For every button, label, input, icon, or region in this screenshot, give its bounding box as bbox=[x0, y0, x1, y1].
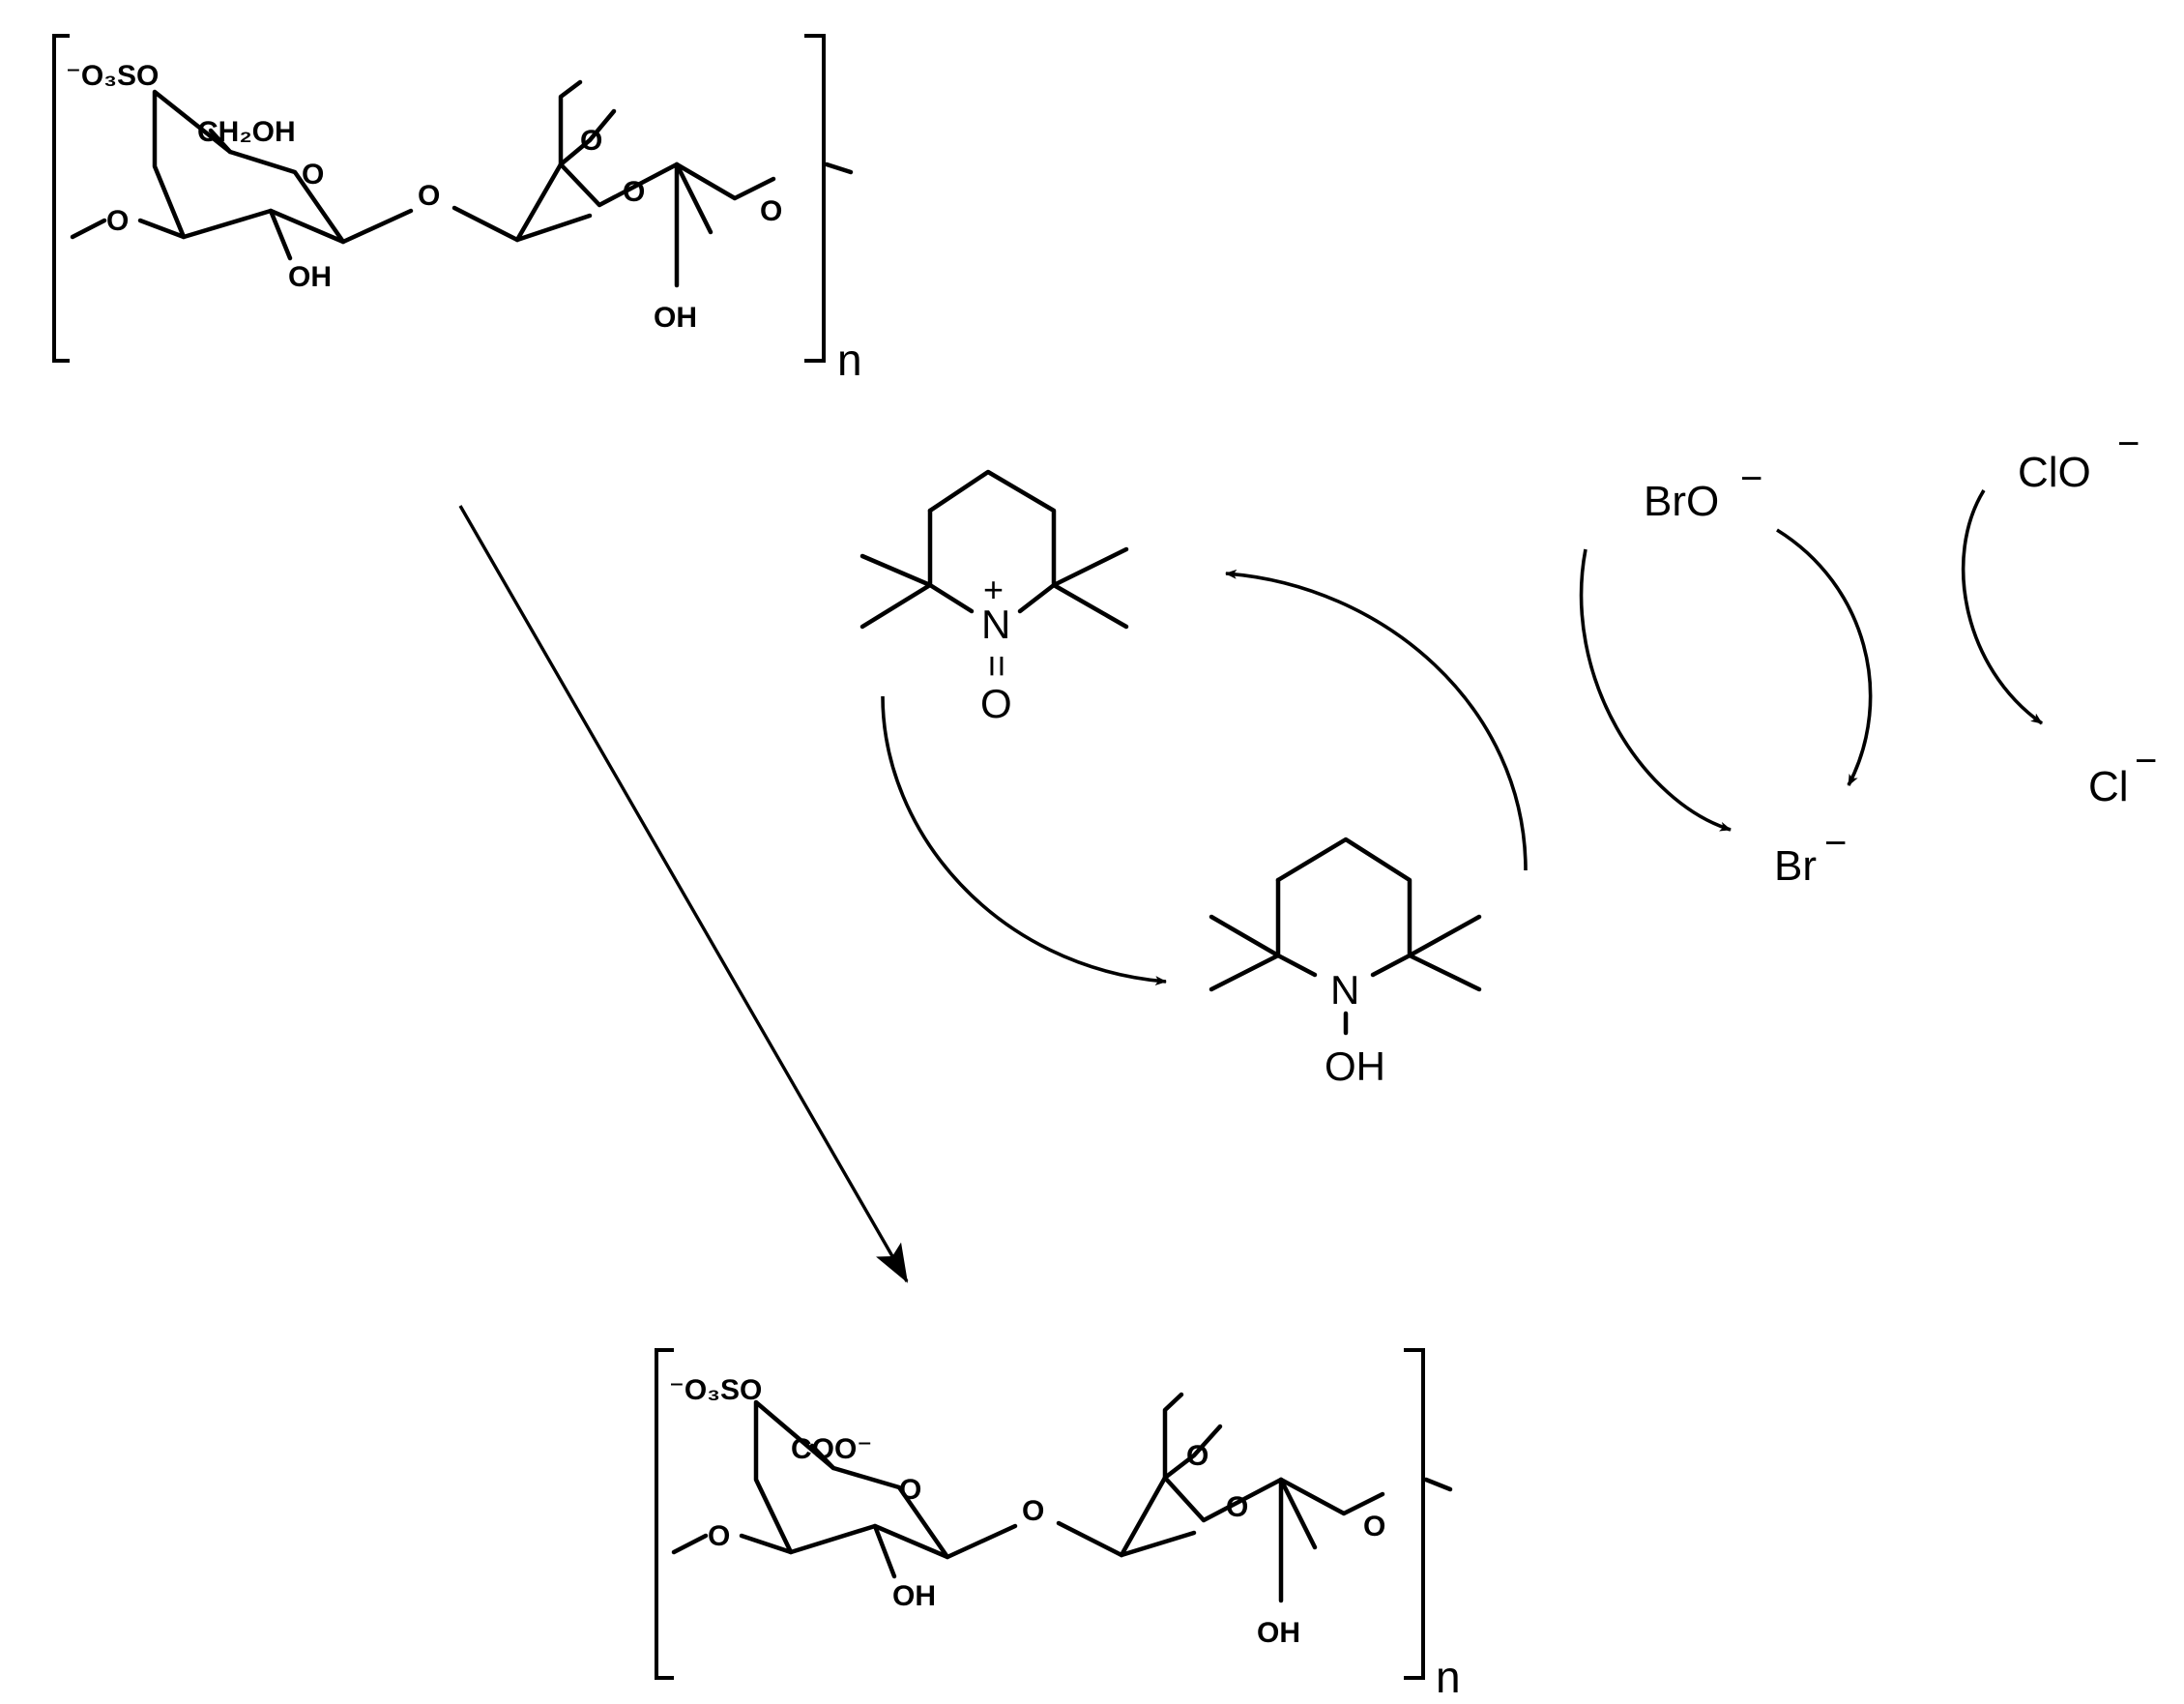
product-bridge-o-left: O bbox=[708, 1520, 730, 1552]
reactant-oh-1: OH bbox=[288, 261, 332, 293]
hydroxylamine-n-label: N bbox=[1330, 967, 1359, 1013]
main-reaction-arrow bbox=[458, 505, 909, 1283]
product-oh-2: OH bbox=[1257, 1617, 1300, 1649]
product-right-bracket bbox=[1404, 1348, 1425, 1680]
reactant-ch2oh-label: CH₂OH bbox=[197, 116, 296, 148]
oxoammonium-o-label: O bbox=[980, 681, 1012, 726]
chloride-label: Cl bbox=[2088, 763, 2129, 810]
product-anhydro-o: O bbox=[1186, 1440, 1208, 1472]
reactant-repeat-n: n bbox=[837, 335, 862, 385]
bromide-label: Br bbox=[1774, 842, 1817, 890]
product-bridge-o-right: O bbox=[1363, 1511, 1385, 1542]
hypochlorite-charge: − bbox=[2117, 423, 2140, 465]
hypobromite-to-bromide-right-arrow bbox=[1776, 528, 1873, 786]
reactant-ring-o-1: O bbox=[302, 159, 324, 191]
hypochlorite-to-chloride-arrow bbox=[1961, 489, 2044, 725]
product-coo-label: COO⁻ bbox=[791, 1433, 872, 1465]
reactant-sulfate-label: ⁻O₃SO bbox=[66, 60, 159, 92]
hydroxylamine-oh-label: OH bbox=[1325, 1043, 1385, 1089]
product-bonds bbox=[671, 1392, 1453, 1603]
cycle-arrow-reoxidation bbox=[1225, 569, 1528, 871]
oxidant-cycle: BrO − Br − ClO − Cl − bbox=[1579, 423, 2157, 890]
oxoammonium-n-label: N bbox=[981, 602, 1010, 647]
product-ring-o-2: O bbox=[1226, 1491, 1248, 1523]
reactant-anhydro-o: O bbox=[580, 125, 602, 157]
bromide-charge: − bbox=[1824, 822, 1847, 865]
tempo-oxoammonium: + N = O bbox=[859, 469, 1129, 726]
product-glycosidic-o: O bbox=[1022, 1495, 1044, 1527]
oxoammonium-double-bond: = bbox=[976, 655, 1018, 677]
product-carboxylated-agarose: n ⁻O₃SO COO⁻ O O O O O O OH OH bbox=[655, 1348, 1461, 1702]
reactant-ring-o-2: O bbox=[623, 176, 645, 208]
product-ring-o-1: O bbox=[899, 1474, 921, 1506]
product-sulfate-label: ⁻O₃SO bbox=[669, 1374, 762, 1406]
product-oh-1: OH bbox=[892, 1580, 936, 1612]
reactant-bridge-o-left: O bbox=[106, 205, 129, 237]
cycle-arrow-reduction bbox=[881, 695, 1167, 986]
tempo-hydroxylamine: N OH bbox=[1208, 837, 1482, 1089]
reactant-bridge-o-right: O bbox=[760, 195, 782, 227]
reactant-oh-2: OH bbox=[654, 302, 697, 334]
oxoammonium-plus: + bbox=[983, 570, 1004, 609]
chloride-charge: − bbox=[2135, 740, 2157, 782]
product-left-bracket bbox=[655, 1348, 674, 1680]
reactant-glycosidic-o: O bbox=[418, 180, 440, 212]
reactant-right-bracket bbox=[804, 34, 826, 363]
reactant-left-bracket bbox=[52, 34, 70, 363]
reactant-agarose: n ⁻O₃SO CH₂OH O O O O O O OH OH bbox=[52, 34, 862, 385]
hypobromite-label: BrO bbox=[1644, 478, 1719, 525]
product-repeat-n: n bbox=[1436, 1652, 1461, 1702]
hypobromite-charge: − bbox=[1740, 457, 1762, 500]
hypobromite-to-bromide-left-arrow bbox=[1579, 548, 1732, 832]
reactant-bonds bbox=[70, 79, 854, 288]
hypochlorite-label: ClO bbox=[2018, 449, 2091, 496]
